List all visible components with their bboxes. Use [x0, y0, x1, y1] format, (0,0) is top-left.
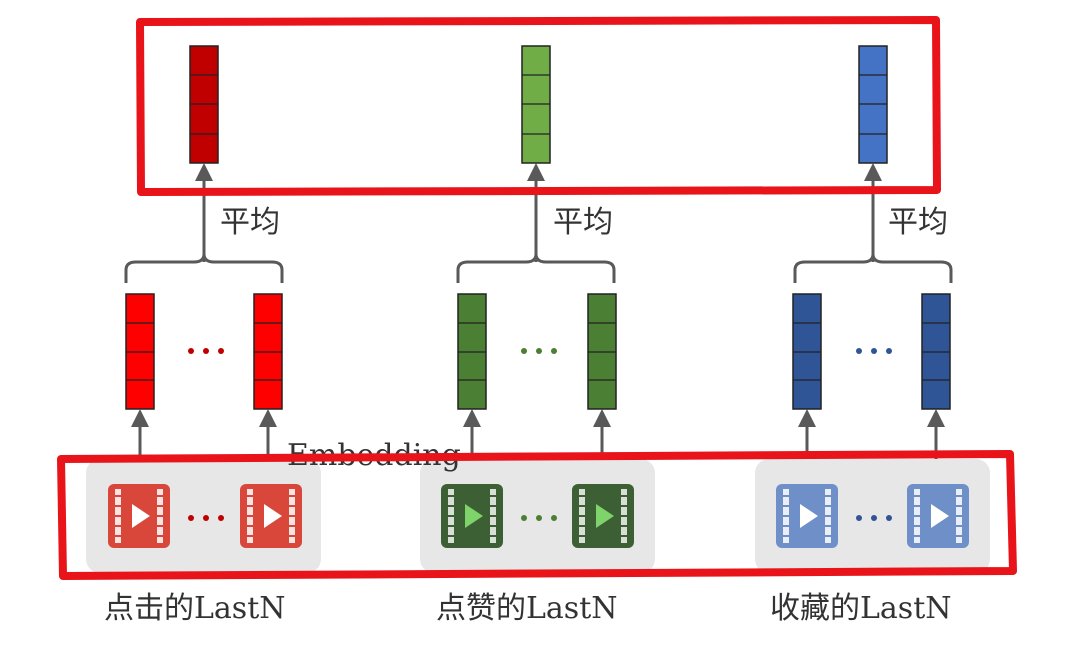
group-caption-favorite: 收藏的LastN	[770, 591, 952, 626]
group-like: 平均	[420, 45, 655, 626]
video-icon	[108, 484, 170, 548]
embedding-vector-like-last	[587, 293, 617, 410]
average-label-favorite: 平均	[888, 205, 948, 240]
embedding-vector-like-first	[457, 293, 487, 410]
group-favorite: 平均	[755, 45, 990, 626]
pooled-vector-click	[189, 45, 219, 164]
brace-like	[456, 253, 616, 283]
ellipsis-video-favorite	[856, 515, 892, 521]
video-icon	[240, 484, 302, 548]
input-highlight-box	[57, 450, 1017, 580]
pooled-vector-like	[521, 45, 551, 164]
ellipsis-embedding-like	[521, 348, 557, 354]
embedding-vector-favorite-last	[921, 293, 951, 410]
video-icon	[776, 484, 838, 548]
pooled-vector-favorite	[858, 45, 888, 164]
ellipsis-video-like	[521, 515, 557, 521]
video-icon	[441, 484, 503, 548]
brace-click	[124, 253, 284, 283]
video-icon	[572, 484, 634, 548]
group-caption-like: 点赞的LastN	[436, 591, 618, 626]
video-icon	[907, 484, 969, 548]
group-caption-click: 点击的LastN	[104, 591, 286, 626]
average-label-click: 平均	[220, 205, 280, 240]
pooled-highlight-box	[136, 16, 941, 196]
embedding-vector-favorite-first	[792, 293, 822, 410]
embedding-vector-click-last	[253, 293, 283, 410]
ellipsis-video-click	[188, 515, 224, 521]
ellipsis-embedding-click	[188, 348, 224, 354]
average-label-like: 平均	[553, 205, 613, 240]
embedding-vector-click-first	[125, 293, 155, 410]
group-click: 平均	[86, 45, 321, 626]
ellipsis-embedding-favorite	[856, 348, 892, 354]
brace-favorite	[793, 253, 953, 283]
